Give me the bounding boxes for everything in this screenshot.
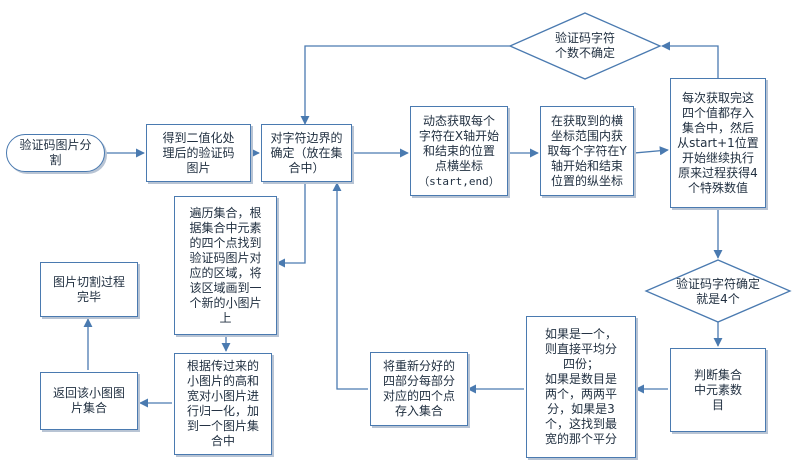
node-split-rule: 如果是一个， 则直接平均分 四份； 如果是数目是 两个，两两平 分，如果是3 个… <box>526 316 636 458</box>
decision-uncertain-count: 验证码字符 个数不确定 <box>554 31 615 60</box>
arrow-determine-traverse <box>276 183 306 268</box>
node-store-four-parts: 将重新分好的 四部分每部分 对应的四个点 存入集合 <box>370 352 468 426</box>
node-dynamic-x: 动态获取每个 字符在X轴开始 和结束的位置 点横坐标 （start,end） <box>410 106 508 196</box>
node-return-set: 返回该小图图 片集合 <box>40 372 138 430</box>
arrow-loop-uncertain <box>661 41 719 78</box>
arrow-uncertain-determine <box>300 45 510 125</box>
diamond-uncertain <box>508 12 662 80</box>
node-done: 图片切割过程 完毕 <box>40 262 138 317</box>
decision-certain-count: 验证码字符确定 就是4个 <box>675 277 760 306</box>
arrow-within-loop <box>633 146 669 156</box>
node-binarize: 得到二值化处 理后的验证码 图片 <box>146 124 251 182</box>
arrow-store4-determine <box>332 182 368 390</box>
node-judge-count: 判断集合 中元素数 目 <box>670 348 766 432</box>
node-traverse-set: 遍历集合，根 据集合中元素 的四个点找到 验证码图片对 应的区域，将 该区域画到… <box>174 196 277 335</box>
dynamic-x-label: 动态获取每个 字符在X轴开始 和结束的位置 点横坐标 <box>418 113 500 173</box>
node-start: 验证码图片分 割 <box>6 134 105 172</box>
node-within-x-range: 在获取到的横 坐标范围内获 取每个字符在Y 轴开始和结束 位置的纵坐标 <box>540 106 634 196</box>
node-determine-boundary: 对字符边界的 确定（放在集 合中） <box>261 124 352 182</box>
node-loop-store: 每次获取完这 四个值都存入 集合中，然后 从start+1位置 开始继续执行 原… <box>670 78 766 208</box>
dynamic-x-coords: （start,end） <box>418 174 500 188</box>
node-normalize: 根据传过来的 小图片的高和 宽对小图片进 行归一化，加 到一个图片集 合中 <box>174 353 272 455</box>
